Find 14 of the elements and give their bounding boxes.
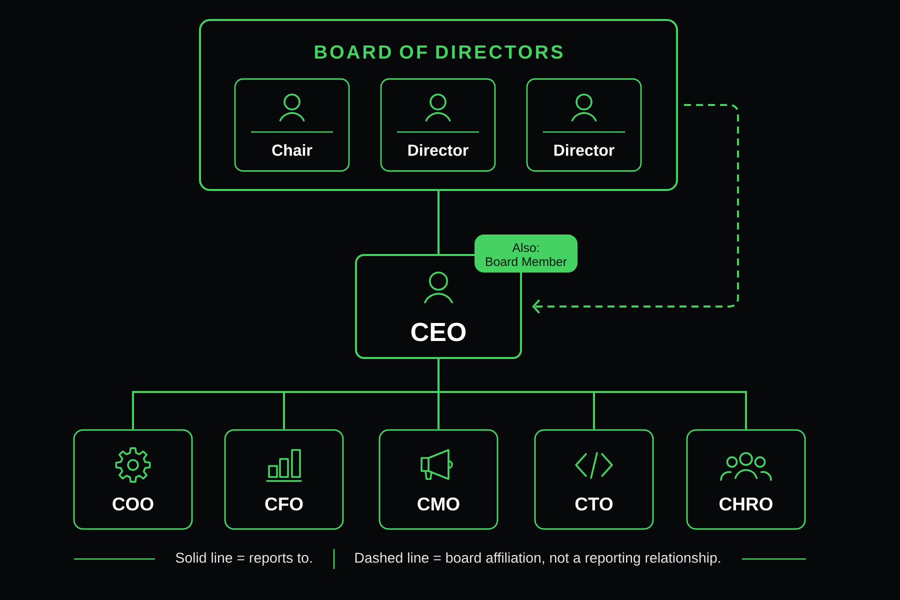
role-card: CFO [224, 429, 344, 530]
legend-text: Dashed line = board affiliation, not a reporting relationship. [355, 552, 720, 566]
legend-text: Solid line = reports to. [176, 552, 312, 566]
role-card: CHRO [686, 429, 806, 530]
connector-line [438, 191, 440, 254]
role-card: CMO [378, 429, 498, 530]
member-card: Director [380, 78, 496, 172]
member-card: Chair [234, 78, 350, 172]
role-card: CTO [534, 429, 654, 530]
member-card: Director [526, 78, 642, 172]
connector-line [438, 359, 747, 430]
role-card: COO [73, 429, 193, 530]
badge: Also: Board Member [474, 234, 578, 272]
dashed-arrow [532, 104, 739, 314]
